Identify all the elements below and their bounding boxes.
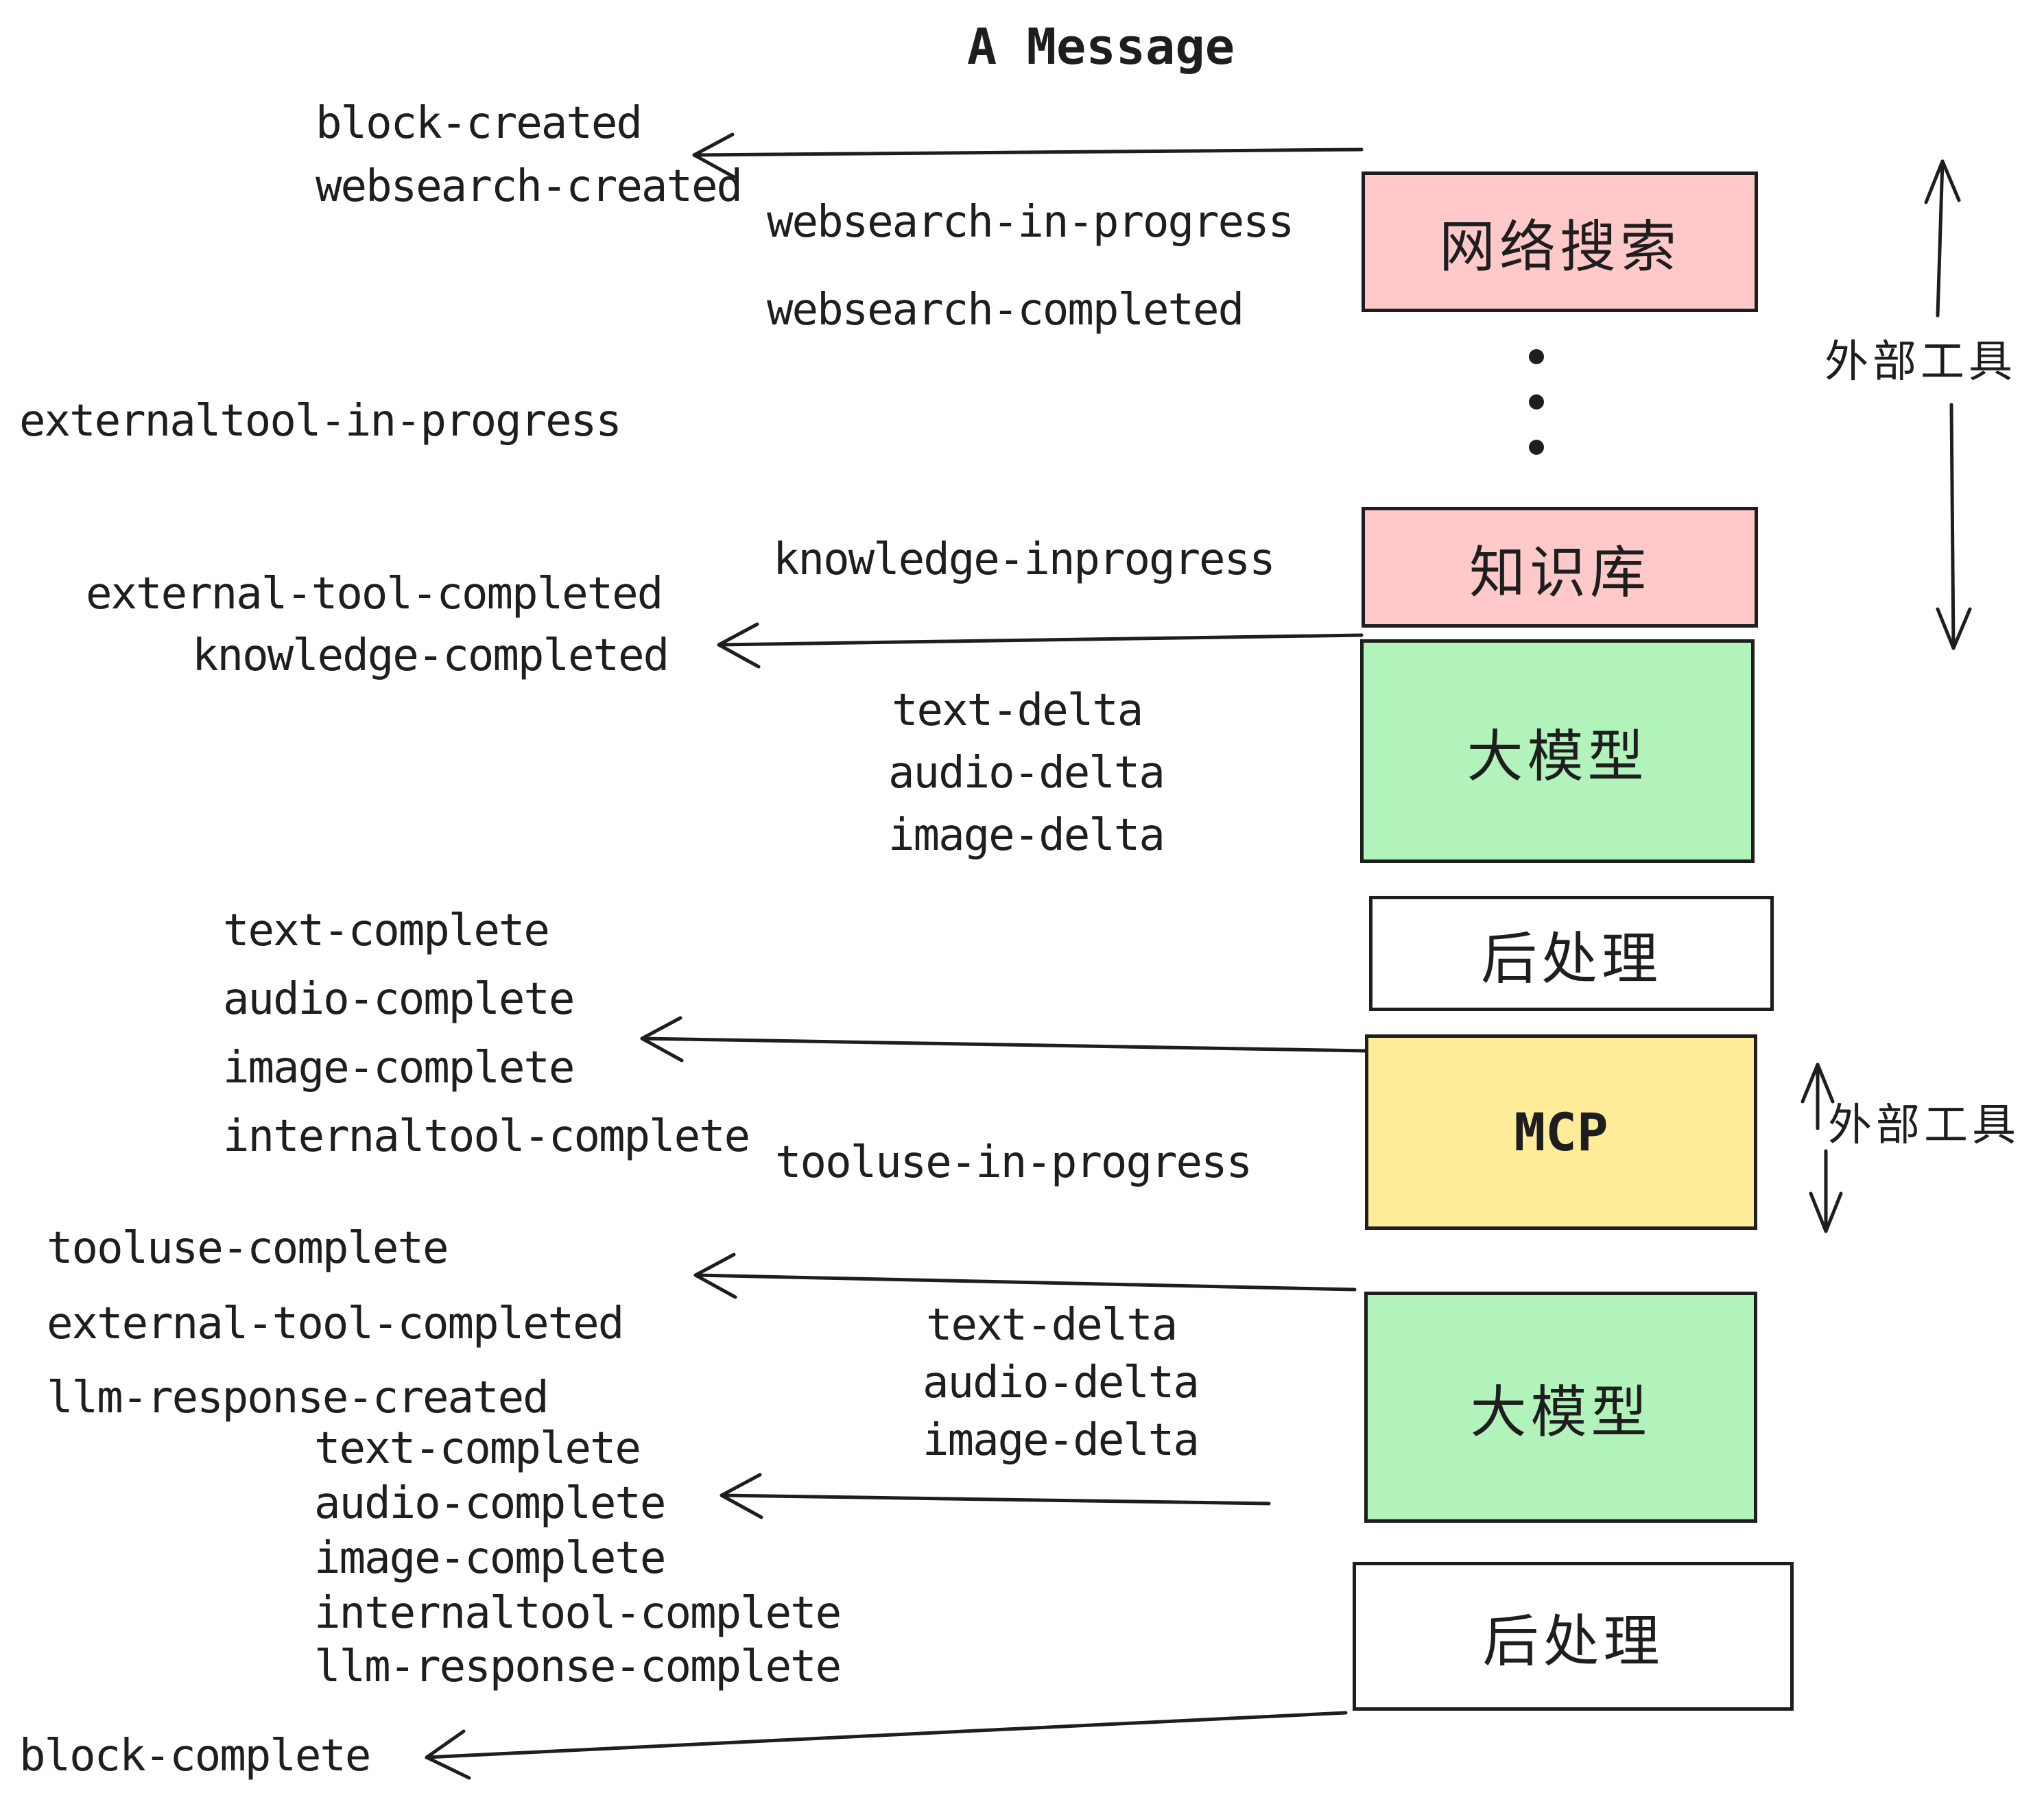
event-label-image-delta-2: image-delta — [923, 1415, 1200, 1466]
event-label-block-complete: block-complete — [19, 1731, 371, 1781]
event-label-image-complete-2: image-complete — [314, 1533, 666, 1584]
event-label-image-complete-1: image-complete — [223, 1043, 575, 1093]
event-label-audio-delta-1: audio-delta — [888, 748, 1165, 798]
box-llm-2-label: 大模型 — [1470, 1380, 1652, 1445]
event-label-llm-response-complete: llm-response-complete — [314, 1641, 842, 1692]
event-label-internaltool-complete-1: internaltool-complete — [223, 1111, 750, 1162]
event-label-text-delta-2: text-delta — [926, 1300, 1178, 1351]
box-postprocess-2: 后处理 — [1353, 1562, 1794, 1711]
annotation-external-tools-top: 外部工具 — [1825, 337, 2017, 388]
box-knowledge-label: 知识库 — [1469, 540, 1650, 606]
event-label-text-complete-2: text-complete — [314, 1423, 641, 1474]
arrow-audio-complete-icon — [720, 1473, 1271, 1519]
event-label-tooluse-in-progress: tooluse-in-progress — [775, 1137, 1252, 1188]
event-label-block-created: block-created — [316, 98, 643, 149]
arrow-external-tools-down-2-icon — [1809, 1149, 1843, 1233]
event-label-tooluse-complete: tooluse-complete — [47, 1223, 449, 1274]
event-label-audio-complete-1: audio-complete — [223, 974, 575, 1025]
event-label-websearch-created: websearch-created — [316, 161, 743, 212]
event-label-knowledge-inprogress: knowledge-inprogress — [773, 534, 1276, 585]
box-websearch-label: 网络搜索 — [1438, 215, 1680, 280]
arrow-knowledge-completed-icon — [717, 622, 1364, 669]
box-llm-1: 大模型 — [1360, 639, 1755, 863]
box-websearch: 网络搜索 — [1362, 171, 1758, 312]
arrow-external-tools-down-1-icon — [1936, 403, 1972, 650]
arrow-external-tools-up-1-icon — [1924, 159, 1961, 318]
event-label-text-delta-1: text-delta — [892, 685, 1143, 736]
arrow-websearch-created-icon — [692, 132, 1364, 179]
box-postprocess-1-label: 后处理 — [1480, 926, 1662, 992]
event-label-internaltool-complete-2: internaltool-complete — [314, 1588, 842, 1639]
page-title: A Message — [966, 18, 1235, 75]
event-label-llm-response-created: llm-response-created — [47, 1373, 549, 1423]
annotation-external-tools-mid: 外部工具 — [1828, 1100, 2020, 1151]
box-postprocess-1: 后处理 — [1369, 896, 1774, 1011]
arrow-block-complete-icon — [425, 1711, 1348, 1780]
box-knowledge: 知识库 — [1362, 507, 1758, 628]
event-label-external-tool-completed-1: external-tool-completed — [86, 569, 663, 619]
box-mcp-label: MCP — [1514, 1102, 1608, 1163]
event-label-image-delta-1: image-delta — [888, 810, 1165, 861]
event-label-external-tool-completed-2: external-tool-completed — [47, 1298, 624, 1349]
vertical-ellipsis — [1529, 349, 1544, 455]
event-label-audio-complete-2: audio-complete — [314, 1478, 666, 1529]
box-mcp: MCP — [1365, 1034, 1757, 1230]
event-label-externaltool-in-progress: externaltool-in-progress — [19, 396, 622, 447]
event-label-websearch-completed: websearch-completed — [767, 285, 1244, 335]
event-label-audio-delta-2: audio-delta — [923, 1357, 1200, 1408]
box-llm-2: 大模型 — [1364, 1292, 1757, 1523]
box-postprocess-2-label: 后处理 — [1482, 1609, 1664, 1674]
box-llm-1-label: 大模型 — [1466, 724, 1648, 790]
event-label-knowledge-completed: knowledge-completed — [192, 630, 669, 681]
event-label-websearch-in-progress: websearch-in-progress — [767, 197, 1294, 248]
event-label-text-complete-1: text-complete — [223, 905, 550, 956]
arrow-internal-complete-icon — [640, 1016, 1368, 1063]
arrow-tooluse-complete-icon — [693, 1253, 1357, 1299]
